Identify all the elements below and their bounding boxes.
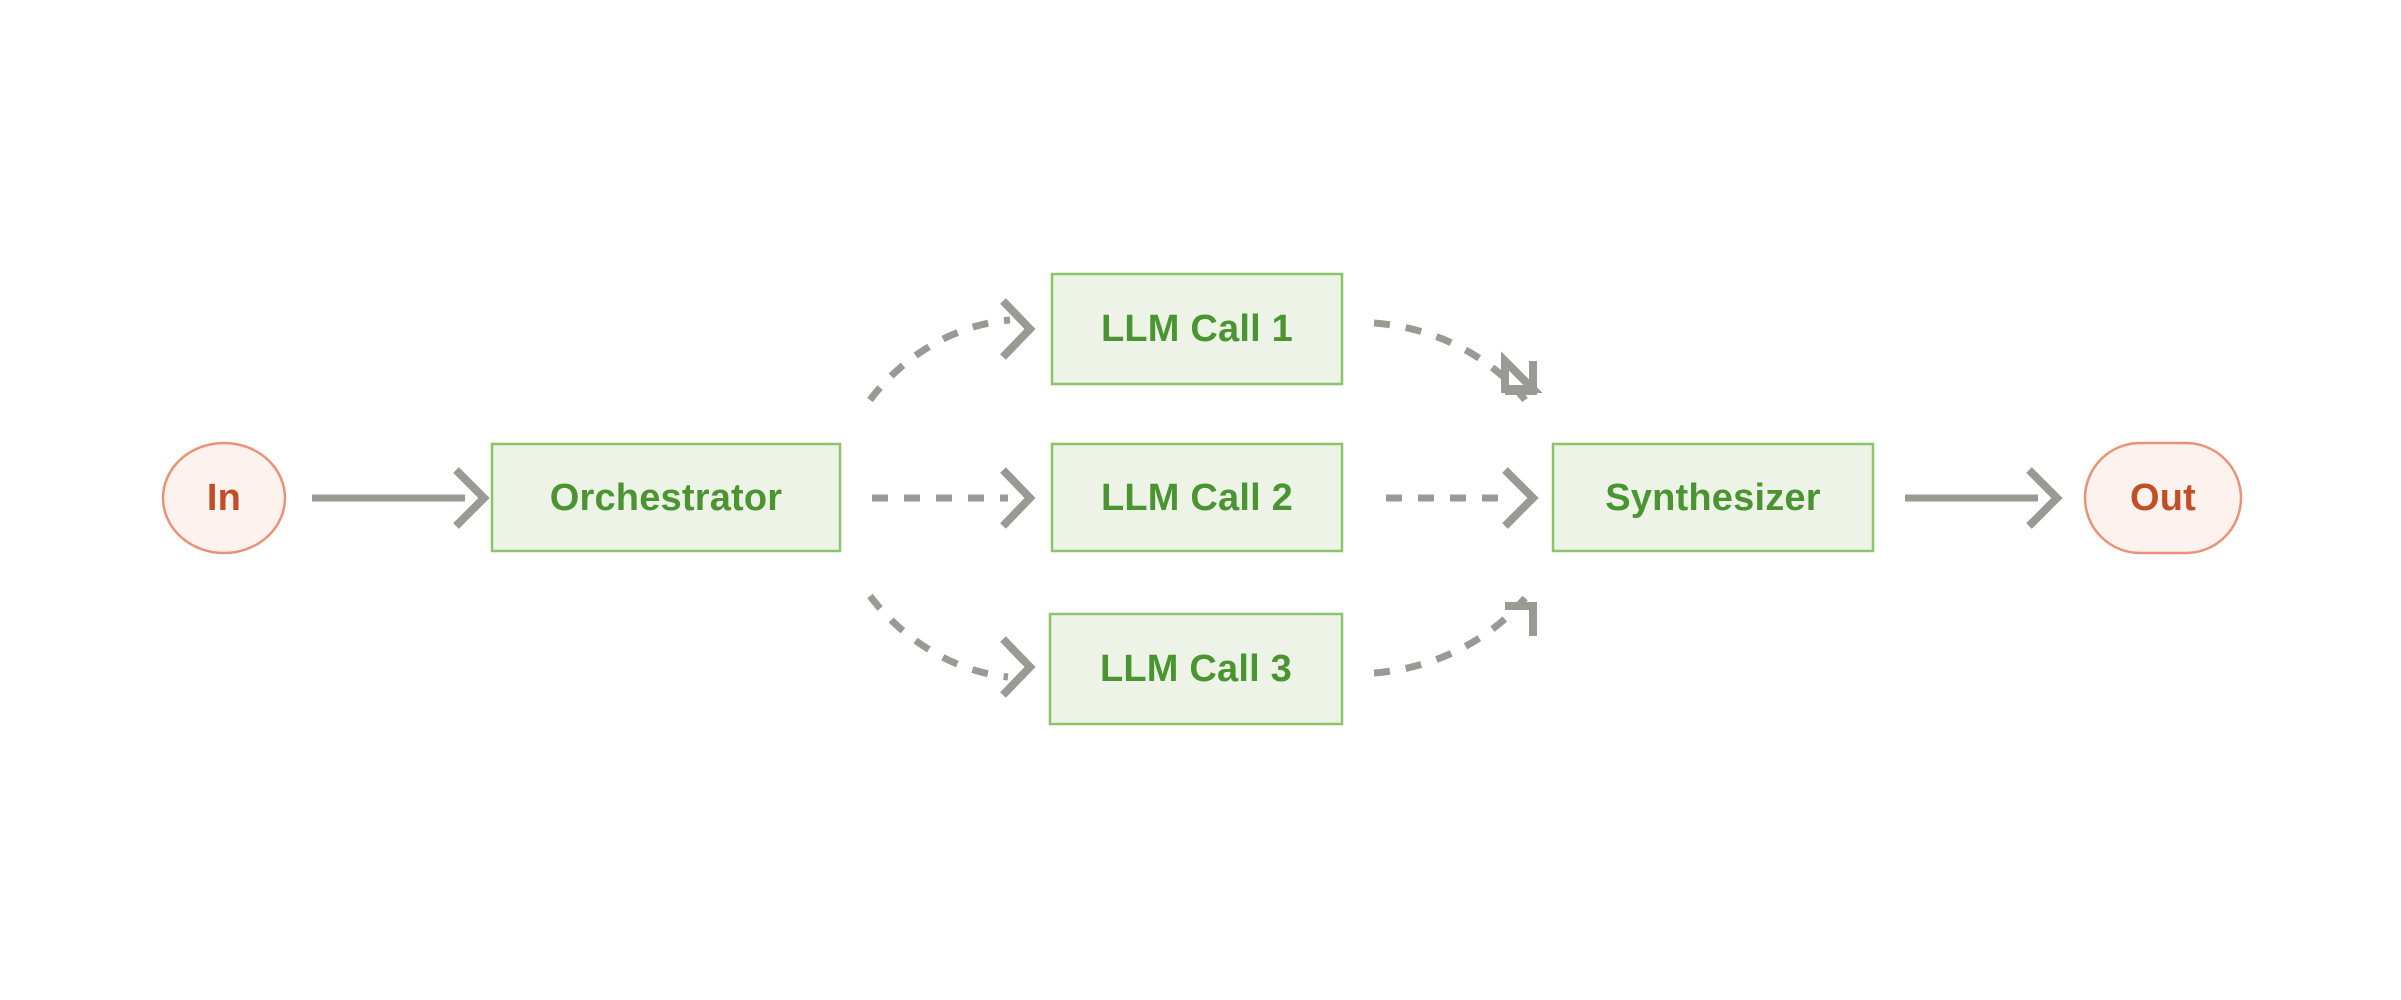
node-llm-call-2-label: LLM Call 2 [1101, 477, 1293, 519]
edge-synthesizer-out [1905, 467, 2063, 529]
node-llm-call-3[interactable]: LLM Call 3 [1048, 612, 1344, 726]
node-out-label: Out [2130, 477, 2196, 519]
edge-in-orchestrator [312, 467, 490, 529]
node-llm-call-1[interactable]: LLM Call 1 [1050, 272, 1344, 386]
node-llm-call-2[interactable]: LLM Call 2 [1050, 442, 1344, 553]
edge-llm3-synthesizer [1373, 595, 1537, 677]
edge-orchestrator-llm1 [867, 298, 1036, 403]
node-synthesizer[interactable]: Synthesizer [1551, 442, 1875, 553]
node-llm-call-1-label: LLM Call 1 [1101, 308, 1293, 350]
node-llm-call-3-label: LLM Call 3 [1100, 648, 1292, 690]
node-out[interactable]: Out [2083, 441, 2243, 555]
edge-llm2-synthesizer [1386, 467, 1539, 529]
edge-orchestrator-llm2 [872, 467, 1036, 529]
node-in-label: In [207, 477, 241, 519]
edge-llm1-synthesizer [1373, 319, 1543, 403]
edge-orchestrator-llm3 [867, 593, 1036, 698]
node-synthesizer-label: Synthesizer [1605, 477, 1821, 519]
node-orchestrator-label: Orchestrator [550, 477, 783, 519]
node-in[interactable]: In [161, 441, 287, 555]
node-orchestrator[interactable]: Orchestrator [490, 442, 842, 553]
